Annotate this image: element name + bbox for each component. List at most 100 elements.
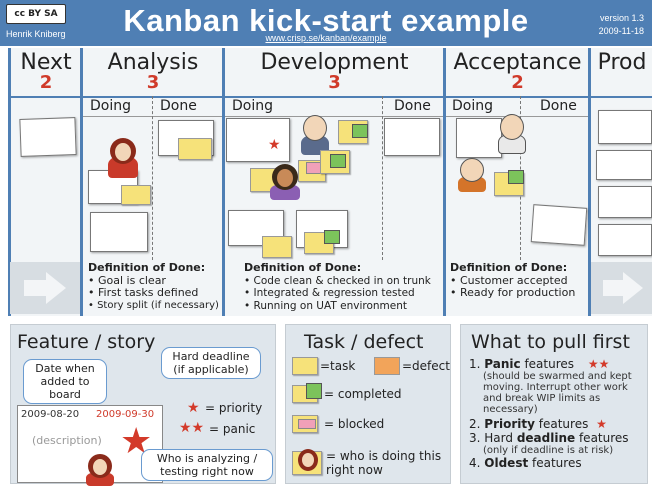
pull-item-oldest: 4. Oldest features xyxy=(469,456,645,470)
sample-deadline: 2009-09-30 xyxy=(96,409,155,420)
done-sticky[interactable] xyxy=(508,170,524,184)
done-sticky[interactable] xyxy=(324,230,340,244)
priority-star-icon: ★ xyxy=(268,137,281,153)
flow-arrow-prod xyxy=(591,262,652,314)
subcolumn-divider xyxy=(382,96,383,260)
dod-item: • Running on UAT environment xyxy=(244,299,407,312)
version-date: 2009-11-18 xyxy=(598,26,644,36)
story-card[interactable] xyxy=(226,118,290,162)
pull-item-rest: features xyxy=(520,357,575,371)
legend-task-title: Task / defect xyxy=(304,331,424,353)
wip-limit-development: 3 xyxy=(328,72,341,93)
legend-story-panel: Feature / story Date when added to board… xyxy=(10,324,276,486)
done-sticky xyxy=(306,383,322,399)
pull-item-rest: features xyxy=(528,456,582,470)
subcolumn-analysis-done: Done xyxy=(160,98,197,114)
story-card[interactable] xyxy=(19,117,77,157)
column-divider xyxy=(8,48,11,316)
blocked-sticky xyxy=(298,419,316,429)
pull-item-priority: 2. Priority features ★ xyxy=(469,417,645,431)
legend-task-panel: Task / defect =task =defect = completed … xyxy=(285,324,451,484)
task-sticky[interactable] xyxy=(121,185,151,205)
subcolumn-analysis-doing: Doing xyxy=(90,98,131,114)
pull-item-note: (only if deadline is at risk) xyxy=(483,445,614,456)
wip-limit-next: 2 xyxy=(39,72,53,93)
pull-item-number: 2. xyxy=(469,417,481,431)
dod-heading: Definition of Done: xyxy=(244,261,362,274)
page-title: Kanban kick-start example xyxy=(123,3,529,38)
who-doing-label: = who is doing this right now xyxy=(326,449,442,477)
version-label: version 1.3 xyxy=(599,13,644,23)
analyzing-callout: Who is analyzing / testing right now xyxy=(141,449,273,481)
panic-label: = panic xyxy=(209,422,256,436)
pull-item-panic: 1. Panic features ★★ (should be swarmed … xyxy=(469,357,645,415)
blocked-label: = blocked xyxy=(324,417,385,431)
defect-sticky xyxy=(374,357,400,375)
done-sticky[interactable] xyxy=(352,124,368,138)
pull-item-bold: Oldest xyxy=(484,456,529,470)
dod-heading: Definition of Done: xyxy=(450,261,568,274)
done-sticky[interactable] xyxy=(330,154,346,168)
subcolumn-development-doing: Doing xyxy=(232,98,273,114)
dod-item: • Ready for production xyxy=(450,286,576,299)
dod-item: • Customer accepted xyxy=(450,273,568,287)
column-divider xyxy=(443,48,446,316)
dod-heading: Definition of Done: xyxy=(88,261,206,274)
pull-item-number: 4. xyxy=(469,456,481,470)
priority-star-icon: ★ xyxy=(596,417,607,431)
column-divider xyxy=(222,48,225,316)
version-info: version 1.3 2009-11-18 xyxy=(599,12,644,38)
dod-analysis: Definition of Done: • Goal is clear • Fi… xyxy=(88,261,222,312)
dod-item: • Story split (if necessary) xyxy=(88,299,219,311)
sample-description: (description) xyxy=(32,434,102,447)
task-sticky xyxy=(292,357,318,375)
source-link[interactable]: www.crisp.se/kanban/example xyxy=(265,33,387,43)
legend-pull-title: What to pull first xyxy=(471,331,630,353)
flow-arrow-icon xyxy=(603,272,643,304)
pull-item-rest: features xyxy=(534,417,589,431)
column-title-acceptance: Acceptance xyxy=(453,50,582,75)
flow-arrow-next xyxy=(10,262,80,314)
story-card[interactable] xyxy=(384,118,440,156)
panic-stars-icon: ★★ xyxy=(587,357,610,371)
dod-item: • First tasks defined xyxy=(88,286,199,299)
pull-item-deadline: 3. Hard deadline features (only if deadl… xyxy=(469,431,645,456)
panic-stars-icon: ★★ xyxy=(179,420,205,436)
completed-label: = completed xyxy=(324,387,402,401)
pull-order-list: 1. Panic features ★★ (should be swarmed … xyxy=(469,357,645,470)
column-header-divider xyxy=(8,96,652,98)
dod-development: Definition of Done: • Code clean & check… xyxy=(244,261,444,312)
pull-item-number: 3. xyxy=(469,431,481,445)
task-sticky[interactable] xyxy=(262,236,292,258)
task-sticky[interactable] xyxy=(178,138,212,160)
column-title-prod: Prod xyxy=(597,50,647,75)
story-card[interactable] xyxy=(456,118,502,158)
task-label: =task xyxy=(320,359,356,373)
story-card[interactable] xyxy=(90,212,148,252)
column-title-development: Development xyxy=(260,50,409,75)
dod-item: • Integrated & regression tested xyxy=(244,287,415,299)
priority-label: = priority xyxy=(205,401,263,415)
story-card[interactable] xyxy=(530,204,588,246)
flow-arrow-icon xyxy=(24,272,66,304)
pull-item-number: 1. xyxy=(469,357,481,371)
pull-item-rest: features xyxy=(575,431,629,445)
author-name: Henrik Kniberg xyxy=(6,29,66,39)
dod-item: • Goal is clear xyxy=(88,273,166,287)
story-card[interactable] xyxy=(598,110,652,144)
defect-label: =defect xyxy=(402,359,450,373)
pull-item-bold: Panic xyxy=(484,357,521,371)
dod-acceptance: Definition of Done: • Customer accepted … xyxy=(450,261,588,300)
wip-limit-analysis: 3 xyxy=(146,72,160,93)
column-divider xyxy=(80,48,83,316)
column-title-next: Next xyxy=(20,50,72,75)
column-divider xyxy=(588,48,591,316)
story-card[interactable] xyxy=(598,224,652,256)
pull-item-prefix: Hard xyxy=(484,431,517,445)
dod-item: • Code clean & checked in on trunk xyxy=(244,274,431,287)
story-card[interactable] xyxy=(596,150,652,180)
deadline-callout: Hard deadline (if applicable) xyxy=(161,347,261,379)
sample-story-card: 2009-08-20 2009-09-30 (description) ★ xyxy=(17,405,163,486)
story-card[interactable] xyxy=(598,186,652,218)
pull-item-note: (should be swarmed and kept moving. Inte… xyxy=(483,371,632,415)
